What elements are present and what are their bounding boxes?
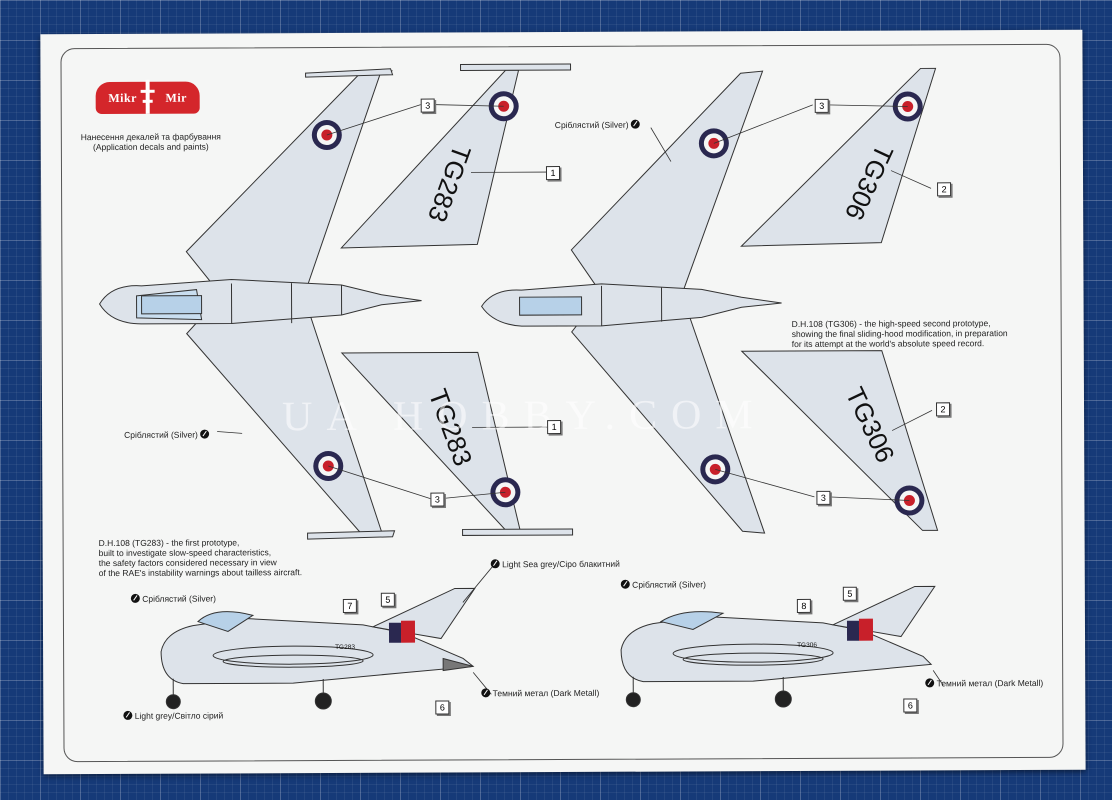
watermark-text: UA HOBBY.COM bbox=[281, 392, 767, 441]
paint-label-dark-metal-right: Темний метал (Dark Metall) bbox=[925, 678, 1043, 689]
leader-lines bbox=[217, 104, 944, 695]
paint-label-silver-top-right: Сріблястий (Silver) bbox=[555, 119, 640, 130]
callout-3: 3 bbox=[430, 492, 445, 507]
callout-3: 3 bbox=[816, 490, 831, 505]
paint-label-silver-side-left: Сріблястий (Silver) bbox=[130, 593, 216, 604]
logo-emblem-icon bbox=[140, 79, 155, 114]
tg306-side-serial: TG306 bbox=[797, 642, 817, 649]
callout-5: 5 bbox=[842, 586, 857, 601]
paint-brush-icon bbox=[130, 593, 140, 603]
paint-label-light-sea-grey: Light Sea grey/Сіро блакитний bbox=[490, 559, 620, 570]
callout-2: 2 bbox=[937, 182, 952, 197]
paint-brush-icon bbox=[490, 559, 500, 569]
tg283-top-view bbox=[98, 63, 574, 540]
description-tg306: D.H.108 (TG306) - the high-speed second … bbox=[791, 318, 1008, 350]
paint-label-light-grey: Light grey/Світло сірий bbox=[123, 710, 223, 721]
tg283-side-serial: TG283 bbox=[335, 644, 355, 651]
paint-brush-icon bbox=[200, 429, 210, 439]
paint-label-silver-side-right: Сріблястий (Silver) bbox=[620, 579, 706, 590]
callout-3: 3 bbox=[814, 98, 829, 113]
tg283-side-view bbox=[160, 587, 476, 710]
callout-7: 7 bbox=[342, 598, 357, 613]
callout-1: 1 bbox=[545, 166, 561, 181]
callout-5: 5 bbox=[380, 592, 395, 607]
callout-3: 3 bbox=[420, 98, 435, 113]
paint-label-dark-metal-left: Темний метал (Dark Metall) bbox=[481, 688, 599, 699]
paint-brush-icon bbox=[481, 688, 491, 698]
callout-6: 6 bbox=[435, 700, 450, 715]
paint-brush-icon bbox=[630, 119, 640, 129]
tg306-side-view bbox=[620, 585, 936, 708]
aircraft-drawings: TG283 TG283 TG306 TG306 bbox=[98, 63, 944, 710]
callout-1: 1 bbox=[547, 420, 562, 435]
callout-8: 8 bbox=[796, 598, 811, 613]
paint-brush-icon bbox=[123, 710, 133, 720]
paint-brush-icon bbox=[620, 579, 630, 589]
callout-6: 6 bbox=[903, 698, 918, 713]
paint-label-silver-left: Сріблястий (Silver) bbox=[124, 429, 210, 440]
description-tg283: D.H.108 (TG283) - the first prototype, b… bbox=[98, 537, 303, 579]
instruction-sheet: Mikr Mir Нанесення декалей та фарбування… bbox=[40, 29, 1086, 775]
paint-brush-icon bbox=[925, 678, 935, 688]
mikrmir-logo: Mikr Mir bbox=[95, 79, 200, 122]
callout-2: 2 bbox=[936, 402, 951, 417]
